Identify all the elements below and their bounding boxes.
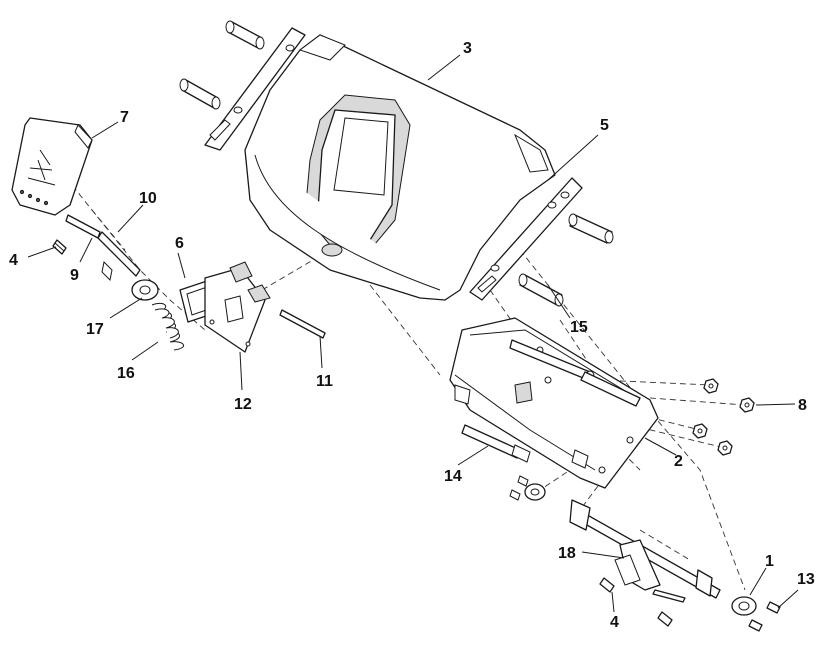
pin-part-11 [279,309,326,339]
standoff-right-upper [568,213,614,244]
callout-4-bottom: 4 [610,614,619,631]
callout-leaders [27,54,799,613]
shaft-part-14 [461,424,531,463]
linkage-bushing-flange [509,475,546,501]
flange-part-1 [731,596,757,616]
nut-part-8-c [692,423,708,439]
callout-18: 18 [558,545,576,562]
callout-1: 1 [765,553,774,570]
screw-part-13-a [766,601,781,614]
callout-labels: 3 5 7 10 4 9 6 17 16 12 11 15 8 2 14 18 … [9,40,815,631]
washer-part-17 [131,279,159,301]
linkage-shaft-part-18 [569,499,721,603]
screw-part-4-left [52,239,67,255]
rod-part-9 [65,214,101,239]
screw-part-4-bottom-right [657,611,673,627]
link-part-10 [97,231,141,282]
callout-8: 8 [798,397,807,414]
callout-4-left: 4 [9,252,18,269]
callout-10: 10 [139,190,157,207]
callout-5: 5 [600,117,609,134]
callout-9: 9 [70,267,79,284]
callout-3: 3 [463,40,472,57]
screw-part-13-b [748,619,763,632]
nut-part-8-b [739,397,755,413]
callout-16: 16 [117,365,135,382]
mounting-bracket-right-part-5 [469,177,614,307]
callout-15: 15 [570,319,588,336]
callout-2: 2 [674,453,683,470]
callout-11: 11 [316,373,333,390]
standoff-upper [225,20,265,50]
callout-13: 13 [797,571,815,588]
callout-7: 7 [120,109,129,126]
mounting-bracket-left-part-5 [179,20,306,151]
spring-part-16 [151,302,184,351]
screw-part-4-bottom-left [599,577,615,593]
nut-part-8-a [703,378,719,394]
callout-14: 14 [444,468,462,485]
standoff-lower [179,78,221,110]
callout-12: 12 [234,396,252,413]
nut-part-8-d [717,440,733,456]
callout-6: 6 [175,235,184,252]
control-panel-decal-part-7 [11,117,93,216]
switch-plate-part-12 [204,261,271,353]
standoff-right-lower [518,273,564,307]
console-cover-part-3 [244,34,556,301]
callout-17: 17 [86,321,104,338]
mounting-frame-part-2 [449,317,659,489]
